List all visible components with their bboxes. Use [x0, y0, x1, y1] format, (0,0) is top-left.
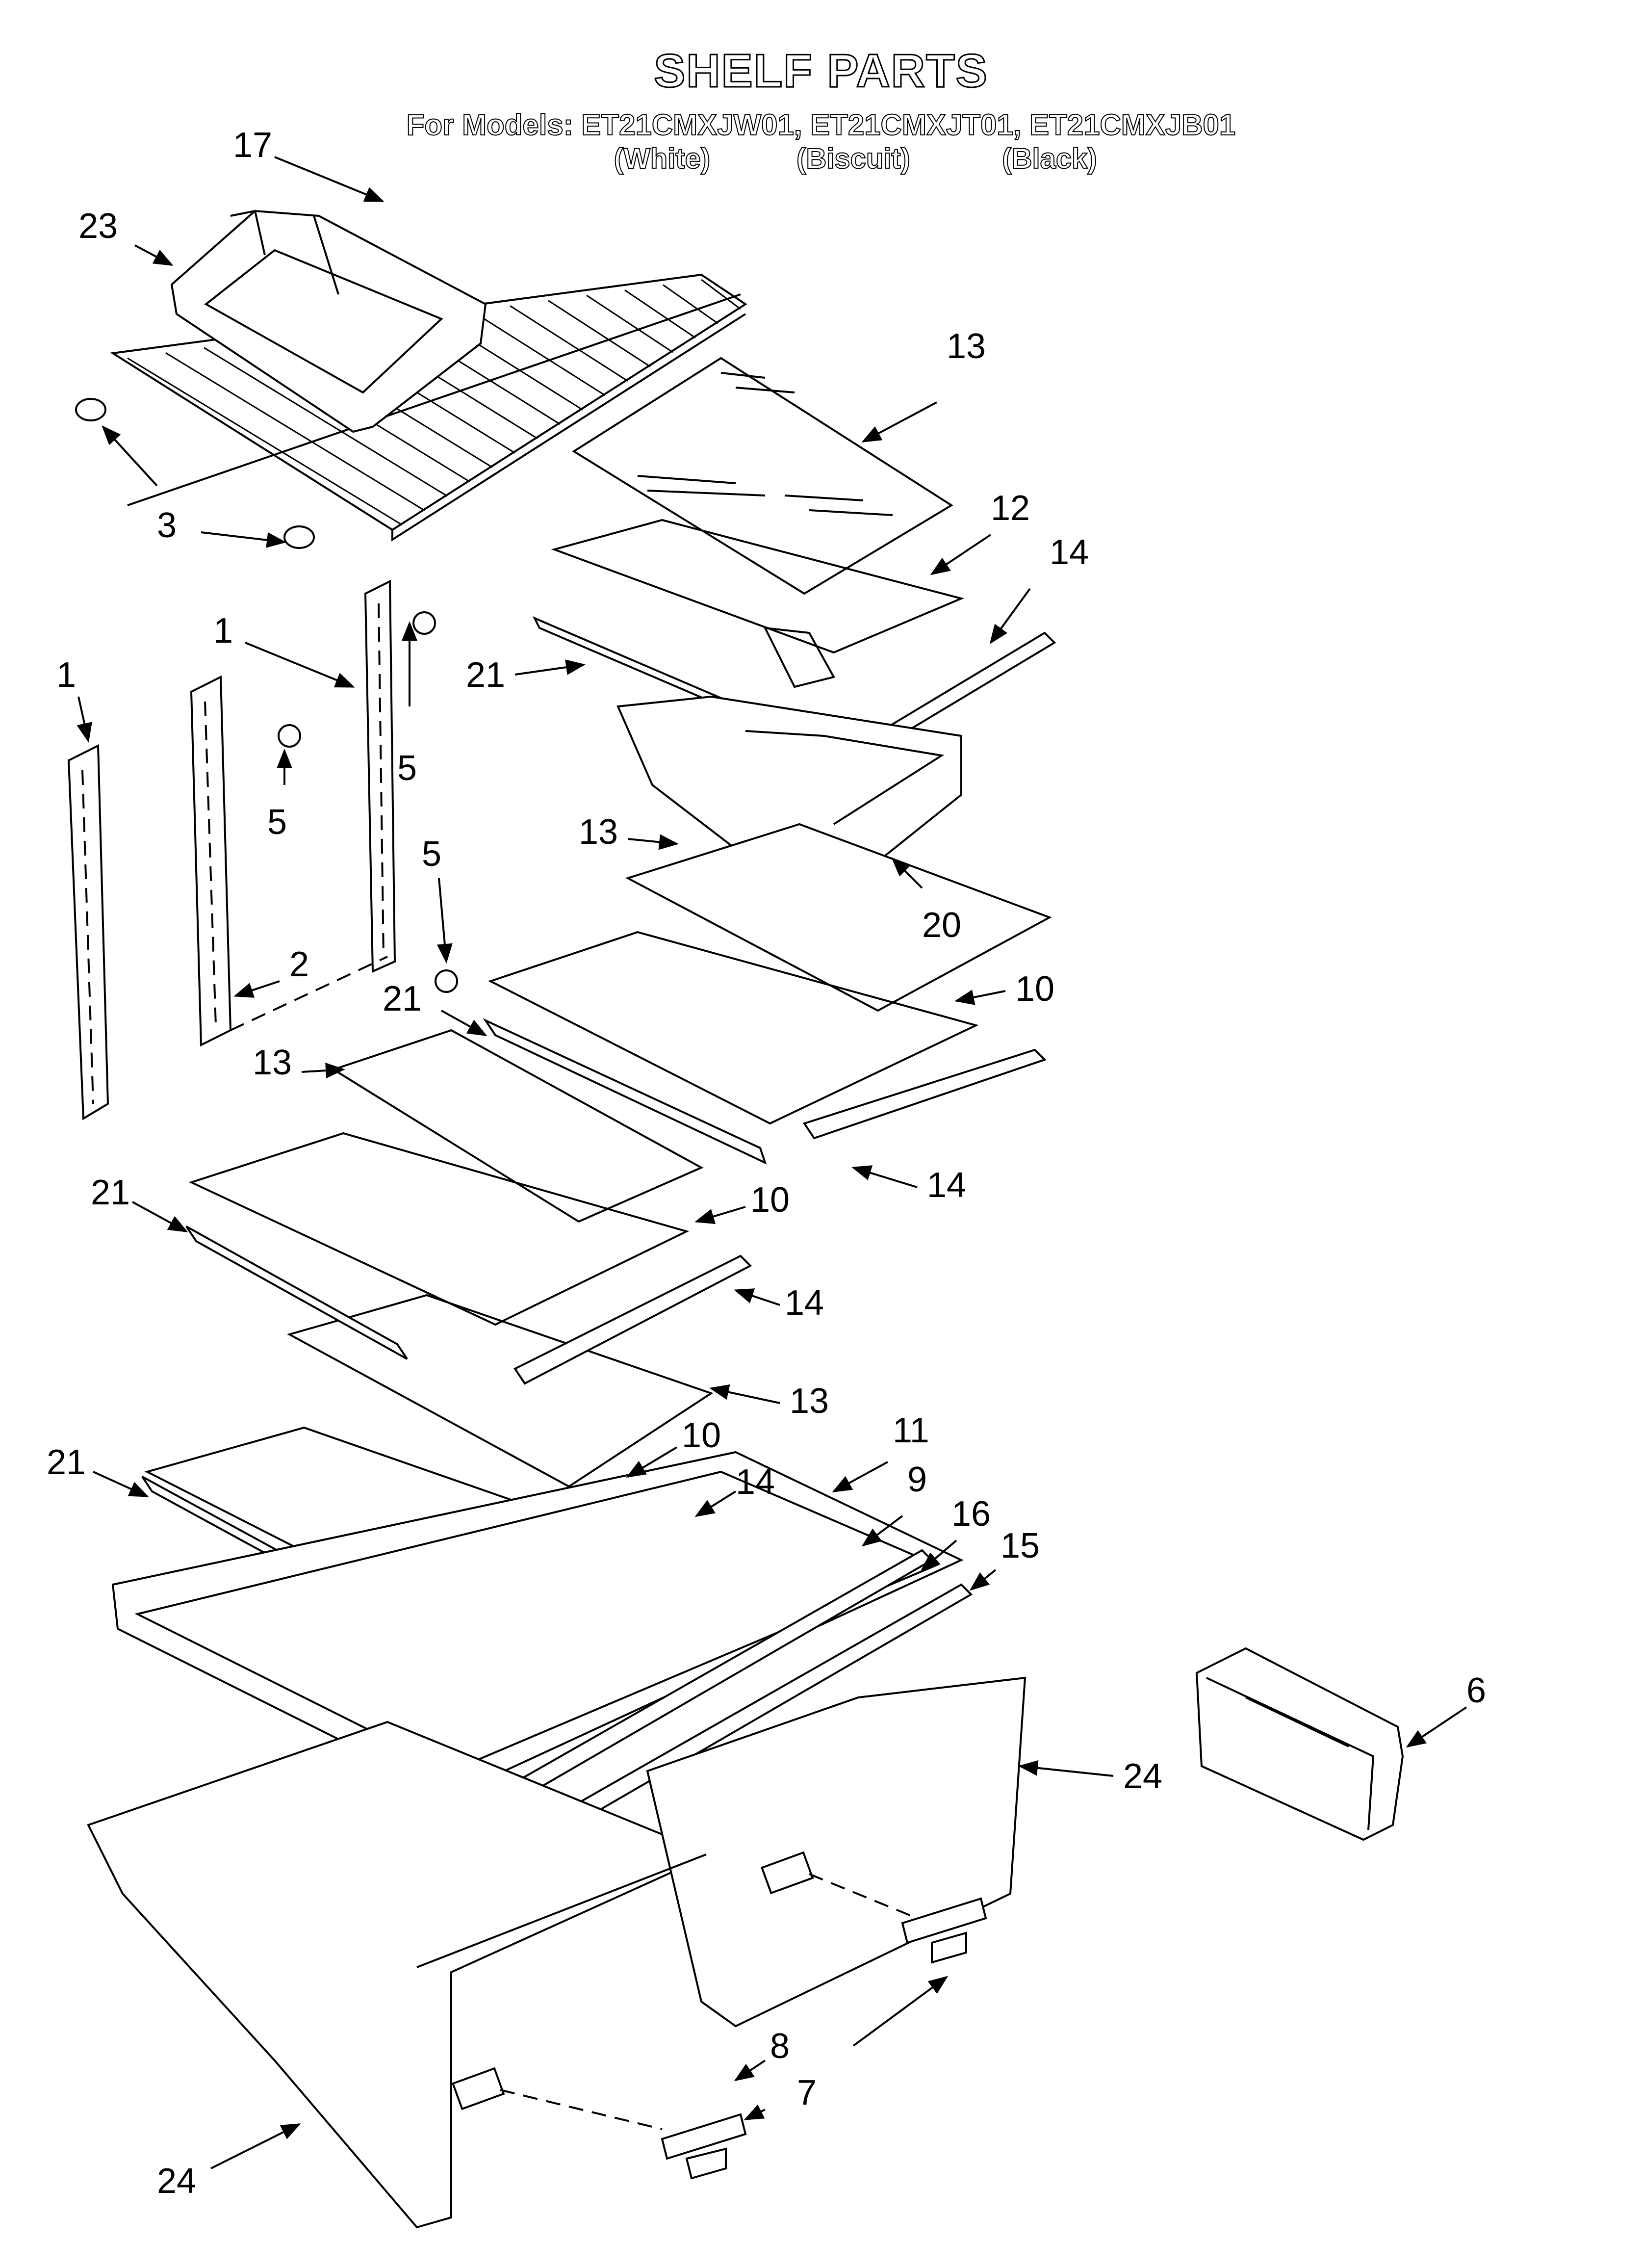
callout-10-middle: 10 [750, 1180, 790, 1220]
callout-9: 9 [907, 1460, 927, 1499]
callout-3: 3 [157, 506, 177, 545]
callout-17: 17 [233, 126, 272, 165]
callout-14-lower: 14 [785, 1283, 824, 1323]
diagram-title: SHELF PARTS [653, 44, 988, 98]
callout-24-right: 24 [1123, 1757, 1162, 1796]
storage-bin [170, 209, 487, 433]
drawer-slides [661, 1897, 987, 2180]
callout-14-upper: 14 [1050, 533, 1089, 572]
variant-biscuit: (Biscuit) [796, 142, 911, 175]
callout-13-lower: 13 [790, 1382, 829, 1421]
callout-labels: 17 23 3 13 12 14 1 1 21 5 5 5 13 20 2 10… [47, 126, 1486, 2201]
callout-10-lower: 10 [682, 1416, 721, 1455]
callout-11: 11 [893, 1411, 929, 1450]
crisper-drawers [87, 1676, 1026, 2229]
leader-arrows [77, 156, 1467, 2169]
callout-1-inner: 1 [213, 611, 233, 651]
callout-16: 16 [951, 1494, 991, 1534]
callout-21-middle: 21 [383, 979, 422, 1018]
callout-13-middle: 13 [253, 1043, 292, 1082]
crisper-frame-and-pan [532, 519, 1056, 899]
shelf-pins [75, 398, 315, 549]
glass-shelf-middle-lower [331, 1029, 704, 1223]
callout-13-upper: 13 [947, 327, 986, 366]
callout-23: 23 [78, 207, 118, 246]
dairy-bin [1195, 1647, 1404, 1841]
glass-reflection-marks [637, 372, 893, 516]
screws [278, 611, 458, 993]
callout-21-bottom: 21 [47, 1443, 86, 1482]
callout-7: 7 [797, 2073, 817, 2112]
callout-13-crisper: 13 [579, 812, 618, 852]
callout-14-middle: 14 [927, 1166, 966, 1205]
shelf-rails [67, 579, 396, 1121]
callout-8: 8 [770, 2027, 790, 2066]
glass-shelf-middle-upper [625, 823, 1052, 1012]
crisper-cover [111, 1451, 973, 1880]
callout-15: 15 [1001, 1526, 1040, 1565]
callout-14-bottom: 14 [736, 1462, 775, 1502]
callout-10-upper: 10 [1015, 969, 1054, 1009]
callout-2: 2 [289, 945, 309, 984]
callout-24-left: 24 [157, 2162, 196, 2201]
callout-5-lower: 5 [422, 834, 441, 874]
callout-12: 12 [991, 489, 1030, 528]
glass-shelf-upper [572, 357, 953, 595]
callout-21-upper: 21 [466, 655, 505, 695]
variant-black: (Black) [1001, 142, 1097, 175]
variant-white: (White) [614, 142, 711, 175]
callout-6: 6 [1466, 1671, 1486, 1710]
callout-1-outer: 1 [56, 655, 76, 695]
callout-21-lower: 21 [91, 1173, 130, 1212]
callout-5-upper: 5 [397, 749, 417, 788]
callout-5-left: 5 [267, 803, 287, 842]
models-line: For Models: ET21CMXJW01, ET21CMXJT01, ET… [406, 108, 1236, 142]
callout-20: 20 [922, 906, 961, 945]
